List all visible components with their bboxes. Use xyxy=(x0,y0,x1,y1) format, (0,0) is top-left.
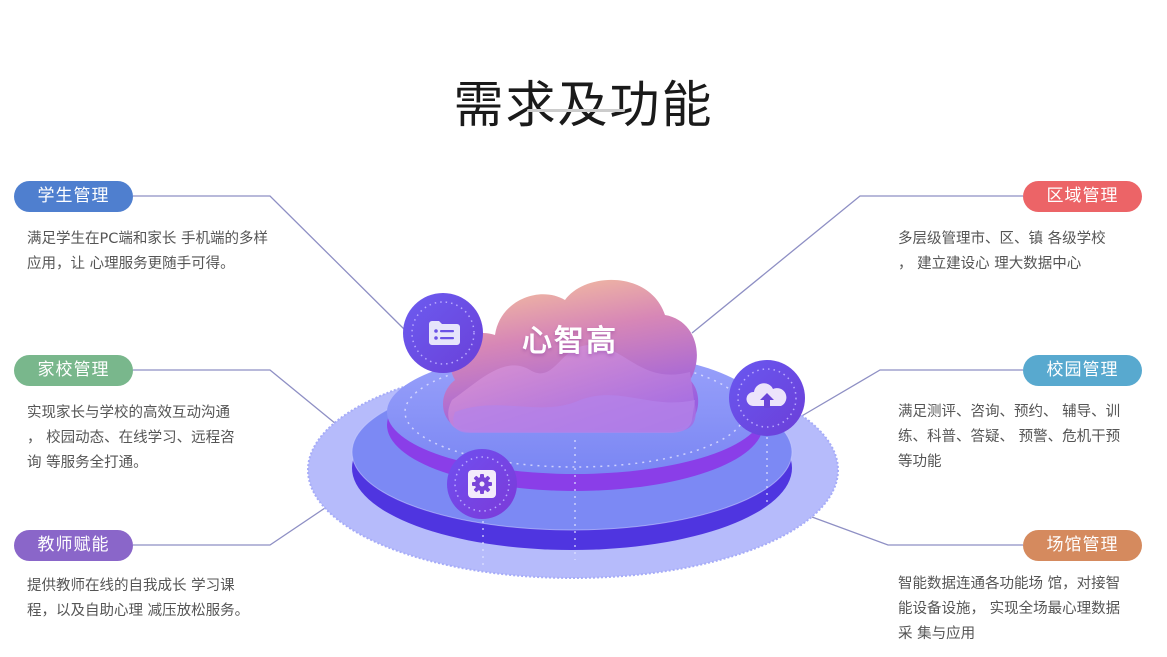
pill-home-school-management: 家校管理 xyxy=(14,355,133,386)
connector-teacher xyxy=(133,507,326,546)
pill-student-management: 学生管理 xyxy=(14,181,133,212)
connector-region xyxy=(691,195,1023,334)
desc-campus-management: 满足测评、咨询、预约、 辅导、训练、科普、答疑、 预警、危机干预等功能 xyxy=(898,404,1121,470)
connector-home-school xyxy=(133,369,337,425)
desc-student-management: 满足学生在PC端和家长 手机端的多样应用，让 心理服务更随手可得。 xyxy=(27,231,268,272)
campus-badge xyxy=(729,360,805,436)
pill-teacher-empowerment: 教师赋能 xyxy=(14,530,133,561)
page-title: 需求及功能 xyxy=(453,75,714,134)
pill-venue-management: 场馆管理 xyxy=(1023,530,1142,561)
gear-icon xyxy=(454,456,510,512)
teacher-badge xyxy=(447,449,517,519)
student-badge xyxy=(403,293,483,373)
pill-campus-management: 校园管理 xyxy=(1023,355,1142,386)
title-underline xyxy=(527,109,625,112)
desc-home-school-management: 实现家长与学校的高效互动沟通 ， 校园动态、在线学习、远程咨询 等服务全打通。 xyxy=(27,405,235,471)
connector-campus xyxy=(799,369,1023,418)
folder-list-icon xyxy=(411,301,475,365)
connector-venue xyxy=(811,516,1023,546)
desc-teacher-empowerment: 提供教师在线的自我成长 学习课程，以及自助心理 减压放松服务。 xyxy=(27,578,250,619)
brand-name: 心智高 xyxy=(522,324,618,359)
desc-region-management: 多层级管理市、区、镇 各级学校 ， 建立建设心 理大数据中心 xyxy=(898,231,1106,272)
connector-student xyxy=(133,195,409,334)
pill-region-management: 区域管理 xyxy=(1023,181,1142,212)
desc-venue-management: 智能数据连通各功能场 馆，对接智能设备设施， 实现全场最心理数据采 集与应用 xyxy=(898,576,1121,642)
cloud-upload-icon xyxy=(737,368,797,428)
